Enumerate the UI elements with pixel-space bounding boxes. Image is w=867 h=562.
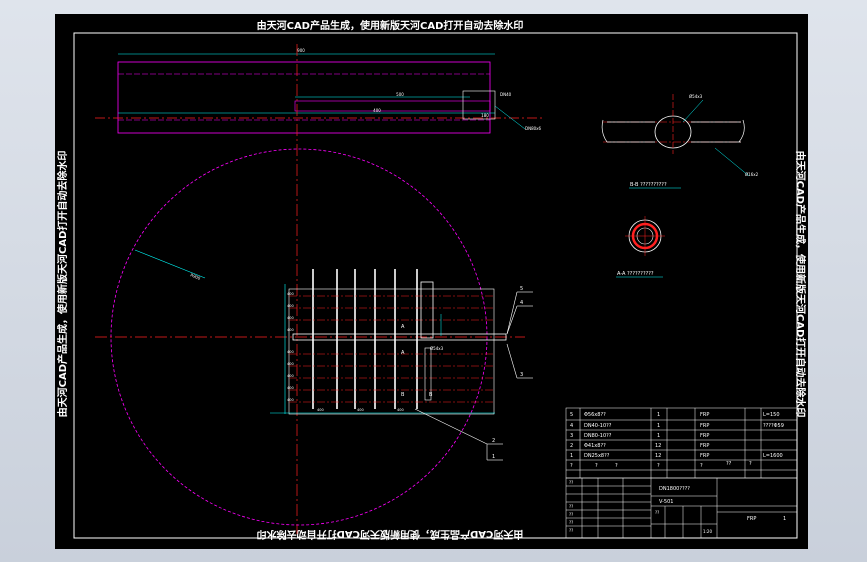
bom-mat-1: FRP xyxy=(700,453,709,459)
dim-pipe-short: 400 xyxy=(373,108,381,113)
outer-frame xyxy=(73,32,798,539)
bom-spec-2: Φ41x8?? xyxy=(584,443,606,449)
bom-header-extra2: ? xyxy=(749,461,752,467)
main-circle: R900 xyxy=(95,148,525,526)
dim-top-overall: 900 xyxy=(297,48,305,53)
tag-4: 4 xyxy=(520,300,523,306)
dim-pipe-inner: Ø54x3 xyxy=(430,346,444,351)
tb-approve: ?? xyxy=(569,512,573,517)
dim-col-1: 400 xyxy=(317,408,324,412)
bom-mat-5: FRP xyxy=(700,412,709,418)
bom-table xyxy=(565,407,798,479)
mark-a-top: A xyxy=(401,324,405,330)
bom-header-mat: ? xyxy=(700,463,703,469)
tag-5: 5 xyxy=(520,286,523,292)
dim-col-3: 400 xyxy=(397,408,404,412)
drawing-material: FRP xyxy=(747,516,756,522)
bom-mat-2: FRP xyxy=(700,443,709,449)
drawing-sheet-no: 1 xyxy=(783,516,786,522)
dim-pipe-mid: 500 xyxy=(396,92,404,97)
bom-no-1: 1 xyxy=(570,453,573,459)
tag-1: 1 xyxy=(492,454,495,460)
leader-tags xyxy=(414,291,533,461)
dim-row-8: 400 xyxy=(287,386,294,390)
dim-bb-pipe: Ø54x3 xyxy=(689,94,703,99)
drawing-number: V-501 xyxy=(659,499,673,505)
drawing-canvas: 由天河CAD产品生成，使用新版天河CAD打开自动去除水印 由天河CAD产品生成，… xyxy=(56,19,807,541)
bom-qty-4: 1 xyxy=(657,423,660,429)
bom-rows: 5 Φ56x8?? 1 FRP L=150 4 DN40-10?? 1 FRP … xyxy=(570,412,784,469)
dim-bb-detail: Ø16x2 xyxy=(745,172,759,177)
bom-no-2: 2 xyxy=(570,443,573,449)
bom-no-4: 4 xyxy=(570,423,573,429)
title-block xyxy=(565,477,798,539)
bom-spec-5: Φ56x8?? xyxy=(584,412,606,418)
section-bb-label: B-B ?????????? xyxy=(630,182,667,188)
dim-row-1: 400 xyxy=(287,292,294,296)
bom-header-extra1: ?? xyxy=(726,461,732,467)
mark-a-bottom: A xyxy=(401,350,405,356)
tb-process: ?? xyxy=(569,528,573,533)
bom-qty-1: 12 xyxy=(655,453,661,459)
tb-std: ?? xyxy=(655,510,659,515)
section-aa: A-A ?????????? xyxy=(616,216,665,278)
dim-row-3: 400 xyxy=(287,316,294,320)
section-bb: Ø54x3 Ø16x2 B-B ?????????? xyxy=(601,94,759,189)
mark-b-right: B xyxy=(429,392,433,398)
tag-2: 2 xyxy=(492,438,495,444)
bom-spec-1: DN25x8?? xyxy=(584,453,610,459)
bom-mat-3: FRP xyxy=(700,433,709,439)
dim-row-2: 400 xyxy=(287,304,294,308)
bom-qty-2: 12 xyxy=(655,443,661,449)
dim-col-2: 400 xyxy=(357,408,364,412)
tb-check: ?? xyxy=(569,504,573,509)
dim-row-6: 400 xyxy=(287,362,294,366)
bom-header-spec2: ? xyxy=(615,463,618,469)
tb-designer: ?? xyxy=(569,480,573,485)
bom-qty-5: 1 xyxy=(657,412,660,418)
dim-row-7: 400 xyxy=(287,374,294,378)
section-aa-label: A-A ?????????? xyxy=(617,271,654,277)
bom-no-5: 5 xyxy=(570,412,573,418)
drawing-scale: 1:20 xyxy=(703,529,712,534)
title-block-text: DN1800???? V-501 FRP 1 1:20 ?? ?? ?? ?? … xyxy=(569,480,786,534)
tag-3: 3 xyxy=(520,372,523,378)
tb-date: ?? xyxy=(569,520,573,525)
bom-spec-4: DN40-10?? xyxy=(584,423,612,429)
dim-pipe-end: 180 xyxy=(481,113,489,118)
dim-row-5: 400 xyxy=(287,350,294,354)
bom-mat-4: FRP xyxy=(700,423,709,429)
dim-pipe-note: DN40 xyxy=(500,92,512,97)
bom-header-spec: ? xyxy=(595,463,598,469)
bom-note-5: L=150 xyxy=(763,412,780,418)
bom-header-no: ? xyxy=(570,463,573,469)
watermark-right: 由天河CAD产品生成，使用新版天河CAD打开自动去除水印 xyxy=(794,151,807,418)
watermark-top: 由天河CAD产品生成，使用新版天河CAD打开自动去除水印 xyxy=(257,19,524,32)
mark-b-left: B xyxy=(401,392,405,398)
bom-header-qty: ? xyxy=(657,463,660,469)
bom-note-1: L=1600 xyxy=(763,453,783,459)
bom-spec-3: DN80-10?? xyxy=(584,433,612,439)
pipe-grid: 400 400 400 400 400 400 400 400 400 400 … xyxy=(270,269,507,415)
dim-pipe-callout: DN80x6 xyxy=(525,126,542,131)
watermark-bottom: 由天河CAD产品生成，使用新版天河CAD打开自动去除水印 xyxy=(257,528,524,541)
dim-row-4: 400 xyxy=(287,328,294,332)
bom-no-3: 3 xyxy=(570,433,573,439)
watermark-left: 由天河CAD产品生成，使用新版天河CAD打开自动去除水印 xyxy=(56,151,69,418)
drawing-sheet[interactable]: 由天河CAD产品生成，使用新版天河CAD打开自动去除水印 由天河CAD产品生成，… xyxy=(55,14,808,549)
dim-row-9: 400 xyxy=(287,398,294,402)
bom-note-4: ????Φ59 xyxy=(763,423,784,429)
dim-radius: R900 xyxy=(190,272,202,281)
bom-qty-3: 1 xyxy=(657,433,660,439)
drawing-name: DN1800???? xyxy=(659,486,690,492)
